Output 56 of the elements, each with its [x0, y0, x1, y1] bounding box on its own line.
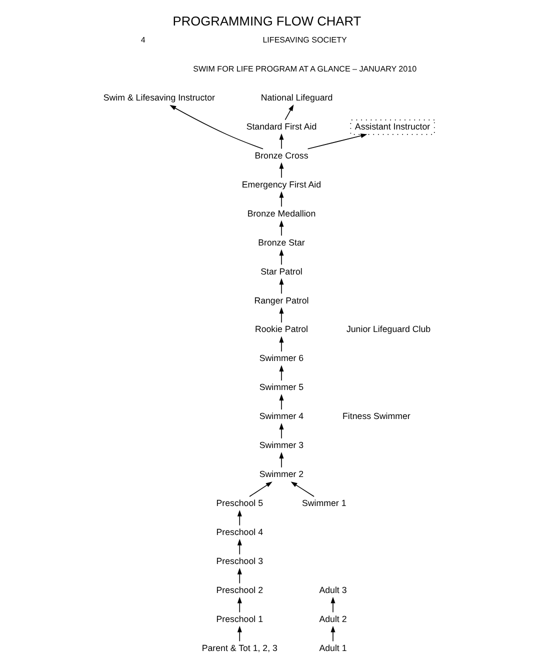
arrow: [284, 104, 294, 120]
diagram-title: PROGRAMMING FLOW CHART: [172, 14, 362, 29]
node-text: Swim & Lifesaving Instructor: [103, 92, 215, 102]
arrow: [279, 452, 284, 468]
node-box: Assistant Instructor: [350, 120, 435, 135]
node-text: Swimmer 3: [259, 440, 304, 450]
arrow: [279, 365, 284, 381]
arrow: [279, 394, 284, 410]
node-text: Bronze Cross: [254, 150, 308, 160]
node-text: Adult 1: [319, 642, 347, 653]
arrow: [279, 220, 284, 236]
node-text: Swimmer 6: [259, 353, 304, 364]
arrow: [279, 423, 284, 439]
node-text: Parent & Tot 1, 2, 3: [202, 642, 278, 653]
label: Junior Lifeguard Club: [346, 324, 431, 334]
label: LIFESAVING SOCIETY: [262, 35, 347, 44]
arrow: [237, 510, 242, 526]
node-text: Emergency First Aid: [242, 179, 322, 190]
arrow: [279, 278, 284, 294]
arrow: [279, 162, 284, 178]
label: 4: [140, 35, 146, 44]
label: SWIM FOR LIFE PROGRAM AT A GLANCE – JANUARY 2010: [193, 64, 417, 74]
node-text: Swimmer 4: [259, 411, 304, 422]
arrow: [249, 482, 272, 497]
arrow: [237, 596, 242, 613]
arrow: [290, 482, 314, 497]
node-text: Swimmer 1: [302, 498, 346, 508]
node-text: Preschool 2: [216, 584, 263, 595]
node-text: Bronze Star: [258, 237, 305, 248]
node-text: Adult 2: [319, 614, 347, 624]
node-text: Bronze Medallion: [247, 208, 316, 218]
node-text: Swimmer 2: [259, 469, 304, 480]
arrow: [330, 596, 336, 613]
node-text: Rookie Patrol: [254, 324, 308, 334]
node-text: Preschool 4: [216, 527, 263, 538]
arrow: [330, 626, 336, 642]
node-text: Ranger Patrol: [254, 295, 309, 306]
label: Fitness Swimmer: [342, 411, 410, 422]
arrow: [279, 249, 284, 266]
node-text: National Lifeguard: [260, 92, 333, 102]
node-text: Preschool 5: [216, 498, 263, 508]
arrow: [279, 133, 284, 150]
arrow: [279, 307, 284, 323]
arrow: [279, 191, 284, 208]
node-text: Preschool 1: [216, 614, 263, 624]
node-text: Star Patrol: [260, 266, 302, 276]
arrow: [279, 336, 284, 352]
node-text: Standard First Aid: [246, 121, 317, 132]
node-text: Preschool 3: [216, 556, 263, 566]
arrow: [237, 538, 242, 555]
node-text: Swimmer 5: [259, 382, 304, 392]
arrow: [237, 568, 242, 584]
node-text: Adult 3: [319, 584, 347, 595]
arrow: [237, 626, 242, 642]
arrow: [307, 134, 368, 150]
arrow: [170, 105, 264, 150]
